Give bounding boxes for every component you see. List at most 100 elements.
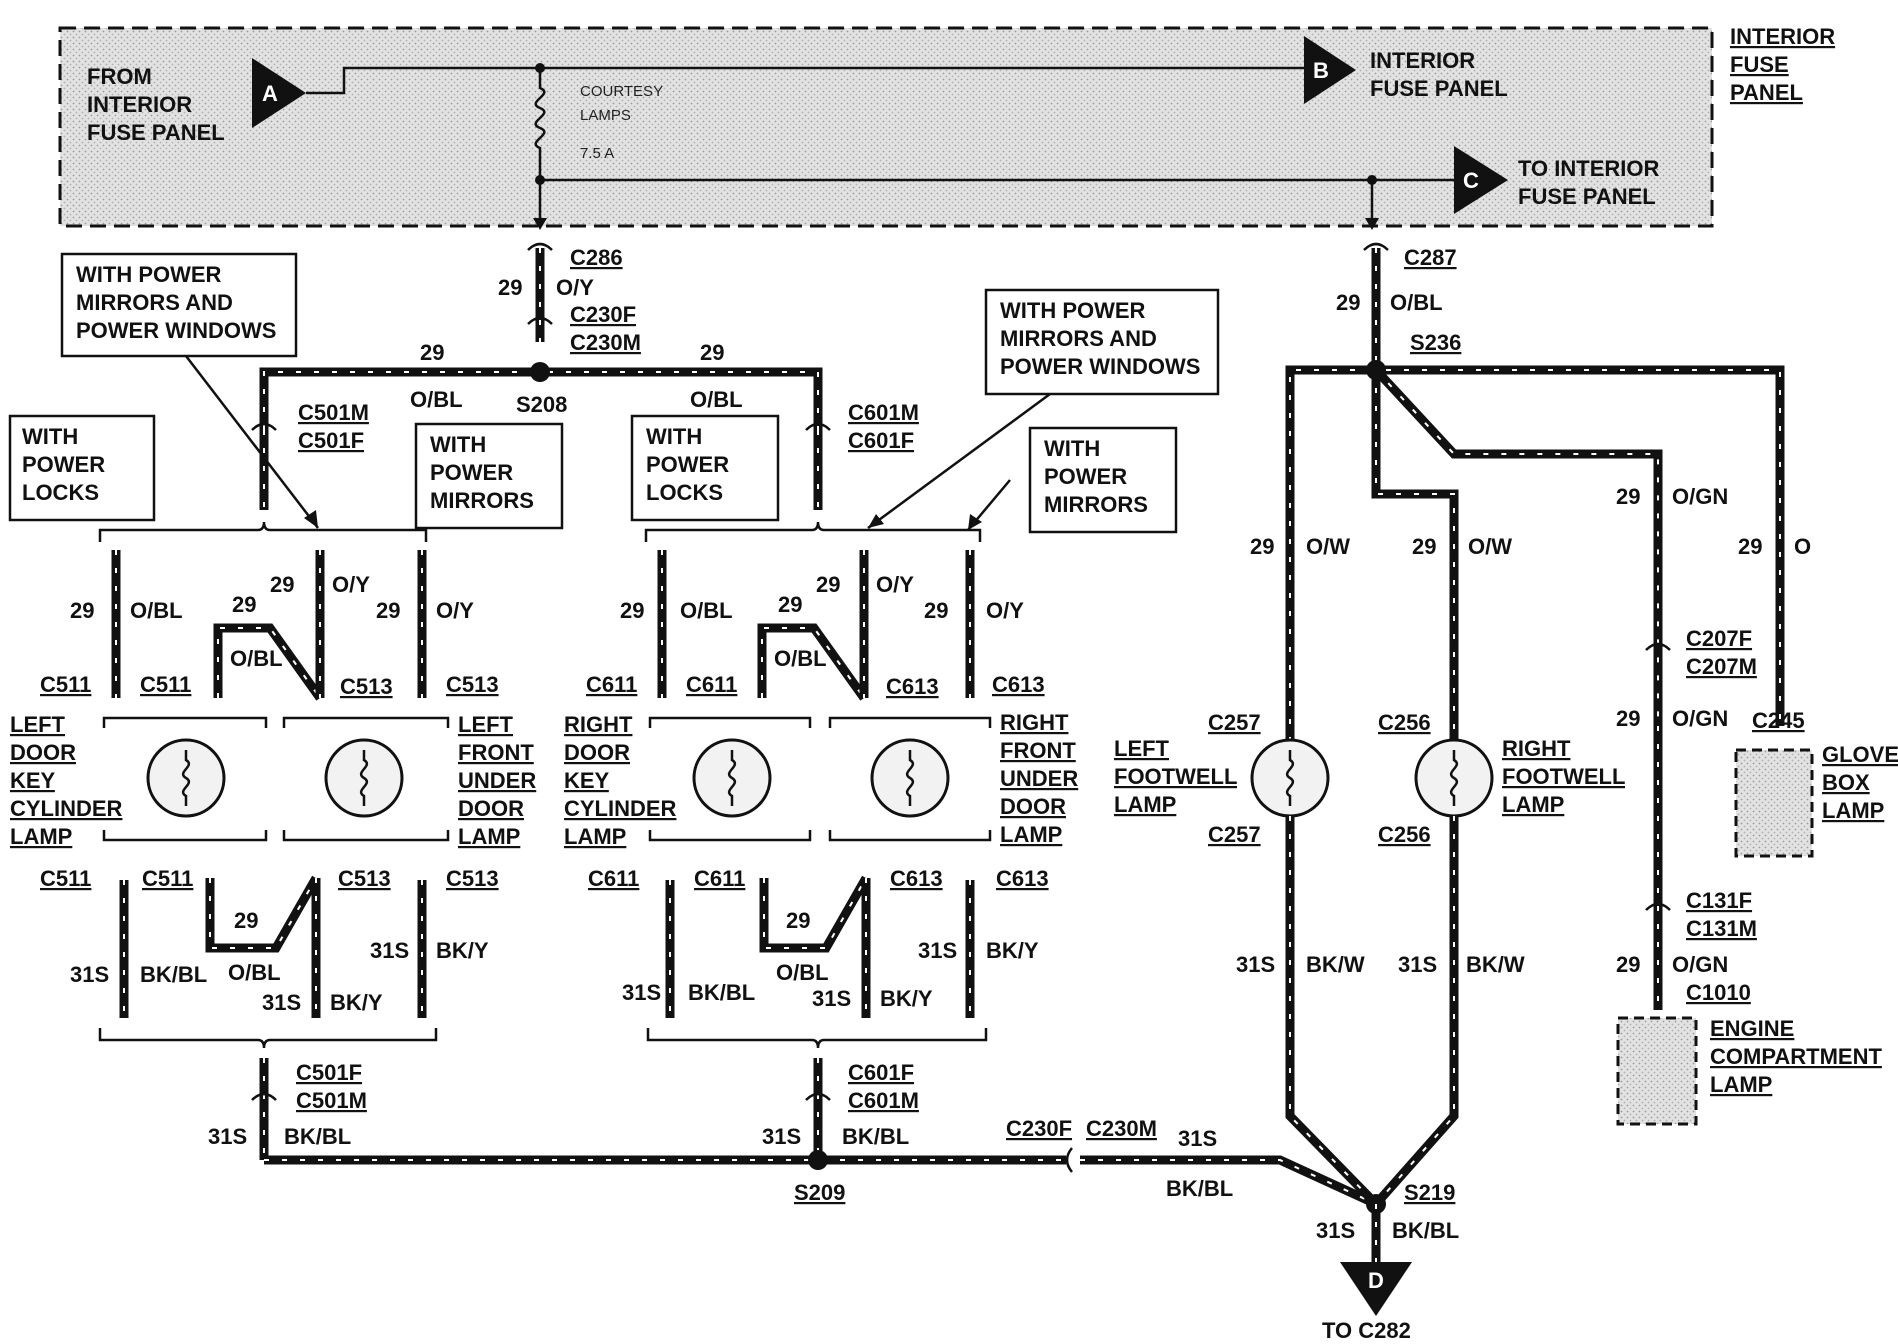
brace-right-bottom xyxy=(646,1028,988,1049)
c286-feed xyxy=(527,242,553,342)
to-c282-label: TO C282 xyxy=(1322,1318,1411,1343)
left-door-lw4-color: BK/Y xyxy=(436,938,489,963)
c601f-top-label: C601F xyxy=(848,428,914,453)
left-door-w2-color: O/BL xyxy=(230,646,283,671)
c257-lower-label: C257 xyxy=(1208,822,1261,847)
right-door-lw3-circuit: 31S xyxy=(812,986,851,1011)
c230f-label: C230F xyxy=(570,302,636,327)
right-footwell-gnd-color: BK/W xyxy=(1466,952,1525,977)
c513-upper-a: C513 xyxy=(340,674,393,699)
brace-left-bottom xyxy=(98,1028,438,1049)
c230-gnd-color: BK/BL xyxy=(1166,1176,1233,1201)
c286-color: O/Y xyxy=(556,275,594,300)
glove-box-feed-color: O xyxy=(1794,534,1811,559)
c501m-bottom-label: C501M xyxy=(296,1088,367,1113)
brace-right-key-top xyxy=(648,716,812,728)
c286-label: C286 xyxy=(570,245,623,270)
c513-lower-a: C513 xyxy=(338,866,391,891)
c287-label: C287 xyxy=(1404,245,1457,270)
s219-color: BK/BL xyxy=(1392,1218,1459,1243)
option-box-left-mirrors-windows xyxy=(60,252,298,358)
c601-gnd-circuit: 31S xyxy=(762,1124,801,1149)
c611-upper-b: C611 xyxy=(686,672,737,697)
left-door-w3-circuit: 29 xyxy=(270,572,294,597)
right-door-w4-color: O/Y xyxy=(986,598,1024,623)
left-footwell-lamp-label: LEFT FOOTWELL LAMP xyxy=(1114,736,1243,817)
c613-upper-a: C613 xyxy=(886,674,939,699)
right-footwell-gnd-circuit: 31S xyxy=(1398,952,1437,977)
c611-lower-b: C611 xyxy=(694,866,745,891)
right-door-w2-color: O/BL xyxy=(774,646,827,671)
c501-gnd-color: BK/BL xyxy=(284,1124,351,1149)
engine-lower-circuit: 29 xyxy=(1616,952,1640,977)
right-door-w3-color: O/Y xyxy=(876,572,914,597)
pointer-arrow-left-mirrors-windows xyxy=(304,510,318,528)
pointer-left-mirrors-windows xyxy=(185,355,319,529)
engine-lower-color: O/GN xyxy=(1672,952,1728,977)
left-door-w3-color: O/Y xyxy=(332,572,370,597)
c230m-gnd-label: C230M xyxy=(1086,1116,1157,1141)
right-door-lw4-circuit: 31S xyxy=(918,938,957,963)
c601m-bottom-label: C601M xyxy=(848,1088,919,1113)
c611-lower-a: C611 xyxy=(588,866,639,891)
c511-lower-b: C511 xyxy=(142,866,193,891)
brace-left-top xyxy=(98,521,428,542)
footwell-ground-wires xyxy=(1285,816,1459,1208)
engine-compartment-lamp-label: ENGINE COMPARTMENT LAMP xyxy=(1710,1016,1888,1097)
option-left-locks-text: WITH POWER LOCKS xyxy=(22,424,111,505)
left-door-w1-color: O/BL xyxy=(130,598,183,623)
connector-b-label: B xyxy=(1313,58,1329,83)
right-footwell-feed-circuit: 29 xyxy=(1412,534,1436,559)
c287-feed xyxy=(1363,242,1389,370)
c501f-top-label: C501F xyxy=(298,428,364,453)
right-door-w1-color: O/BL xyxy=(680,598,733,623)
pointer-arrow-right-mirrors-windows xyxy=(868,514,884,528)
c501-gnd-circuit: 31S xyxy=(208,1124,247,1149)
glove-box-lamp-icon xyxy=(1734,748,1814,858)
option-box-left-locks xyxy=(8,414,156,522)
arrow-c287 xyxy=(1365,218,1379,230)
option-right-locks-text: WITH POWER LOCKS xyxy=(646,424,735,505)
left-door-key-cylinder-lamp-label: LEFT DOOR KEY CYLINDER LAMP xyxy=(10,712,129,849)
c230m-label: C230M xyxy=(570,330,641,355)
c131m-label: C131M xyxy=(1686,916,1757,941)
left-door-lower-wires xyxy=(119,875,427,1018)
connector-c-marker xyxy=(1454,146,1508,214)
engine-mid-color: O/GN xyxy=(1672,706,1728,731)
c613-lower-a: C613 xyxy=(890,866,943,891)
c511-upper-a: C511 xyxy=(40,672,91,697)
brace-right-under-top xyxy=(828,716,992,728)
c511-upper-b: C511 xyxy=(140,672,191,697)
brace-left-key-bottom xyxy=(102,830,268,842)
left-door-lw3-circuit: 31S xyxy=(262,990,301,1015)
brace-right-under-bottom xyxy=(828,830,992,842)
option-box-right-locks xyxy=(630,414,780,522)
right-door-lw2-color: O/BL xyxy=(776,960,829,985)
left-front-under-filament xyxy=(359,750,369,806)
left-front-under-door-lamp-label: LEFT FRONT UNDER DOOR LAMP xyxy=(458,712,542,849)
c256-upper-label: C256 xyxy=(1378,710,1431,735)
brace-left-under-top xyxy=(282,716,450,728)
c613-lower-b: C613 xyxy=(996,866,1049,891)
right-door-lower-wires xyxy=(665,875,975,1018)
c601f-bottom-label: C601F xyxy=(848,1060,914,1085)
right-door-w3-circuit: 29 xyxy=(816,572,840,597)
courtesy-lamps-fuse xyxy=(534,68,546,180)
c1010-label: C1010 xyxy=(1686,980,1751,1005)
brace-right-top xyxy=(644,521,982,542)
from-interior-fuse-panel-label: FROM INTERIOR FUSE PANEL xyxy=(87,64,225,145)
engine-compartment-lamp-icon xyxy=(1616,1016,1698,1126)
right-footwell-feed-color: O/W xyxy=(1468,534,1512,559)
right-door-lw4-color: BK/Y xyxy=(986,938,1039,963)
s236-splice xyxy=(1366,360,1386,380)
courtesy-lamps-fuse-label: COURTESY LAMPS xyxy=(580,83,667,124)
c501m-top-label: C501M xyxy=(298,400,369,425)
right-door-lw2-circuit: 29 xyxy=(786,908,810,933)
right-door-key-filament xyxy=(727,750,737,806)
c601-connector-top xyxy=(805,422,831,510)
left-door-upper-wires xyxy=(111,550,427,701)
brace-left-under-bottom xyxy=(282,830,450,842)
left-door-w2-circuit: 29 xyxy=(232,592,256,617)
left-footwell-feed-color: O/W xyxy=(1306,534,1350,559)
ground-bus-wire xyxy=(264,1147,1378,1209)
